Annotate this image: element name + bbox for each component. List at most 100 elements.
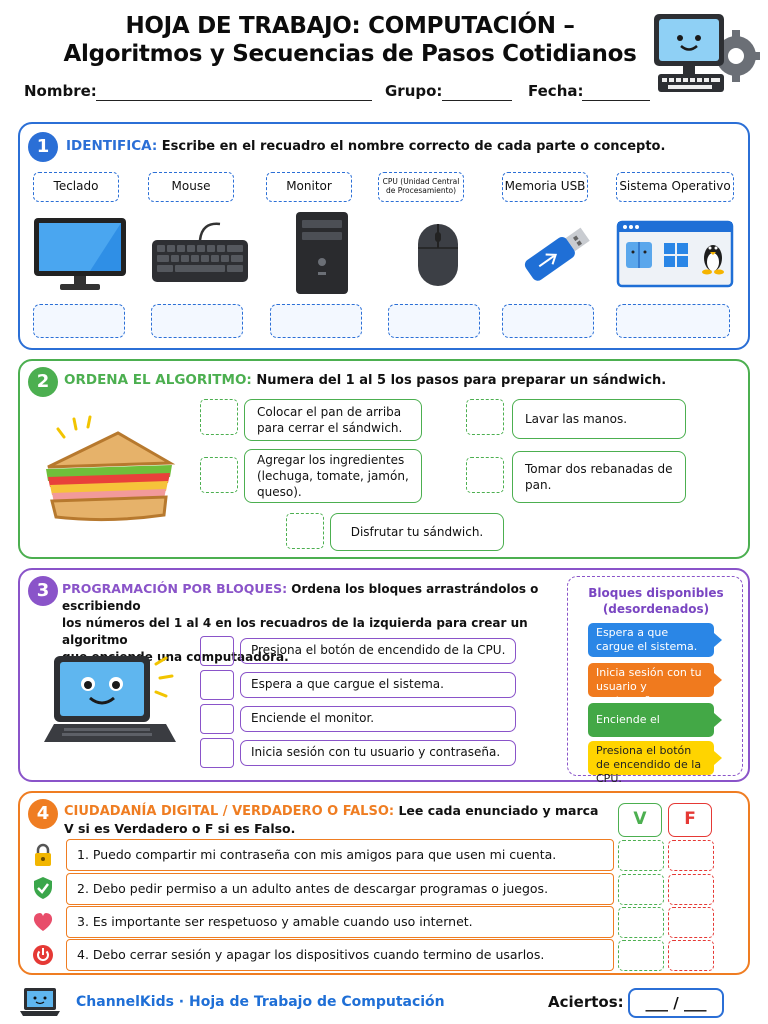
block-number-box-1[interactable]: [200, 636, 234, 666]
step-card-1[interactable]: Colocar el pan de arriba para cerrar el …: [244, 399, 422, 441]
block-number-box-4[interactable]: [200, 738, 234, 768]
section-block-programming: 3 PROGRAMACIÓN POR BLOQUES: Ordena los b…: [18, 568, 750, 785]
false-column-header: F: [668, 803, 712, 837]
section-number-badge: 4: [28, 799, 58, 829]
false-cell-3[interactable]: [668, 907, 714, 938]
heart-icon: [33, 913, 53, 931]
code-block-power-button[interactable]: Presiona el botón de encendido de la CPU…: [588, 741, 722, 785]
step-number-box-2[interactable]: [466, 399, 504, 435]
title-line-2: Algoritmos y Secuencias de Pasos Cotidia…: [63, 41, 637, 67]
true-column-header: V: [618, 803, 662, 837]
false-cell-4[interactable]: [668, 940, 714, 971]
section-keyword: ORDENA EL ALGORITMO:: [64, 372, 252, 388]
step-card-3[interactable]: Agregar los ingredientes (lechuga, tomat…: [244, 449, 422, 503]
sandwich-icon: [46, 415, 176, 522]
statement-3: 3. Es importante ser respetuoso y amable…: [66, 906, 614, 938]
statement-4: 4. Debo cerrar sesión y apagar los dispo…: [66, 939, 614, 971]
section-identify: 1 IDENTIFICA: Escribe en el recuadro el …: [18, 122, 750, 350]
true-cell-1[interactable]: [618, 840, 664, 871]
section-number-badge: 2: [28, 367, 58, 397]
section-keyword: CIUDADANÍA DIGITAL / VERDADERO O FALSO:: [64, 804, 395, 819]
lock-icon: [35, 843, 51, 866]
section-instruction: Escribe en el recuadro el nombre correct…: [161, 139, 666, 154]
step-number-box-4[interactable]: [466, 457, 504, 493]
section-heading: IDENTIFICA: Escribe en el recuadro el no…: [66, 138, 665, 155]
true-cell-3[interactable]: [618, 907, 664, 938]
date-field[interactable]: [582, 100, 650, 101]
code-block-login[interactable]: Inicia sesión con tu usuario y contraseñ…: [588, 663, 722, 707]
blocks-title-line-2: (desordenados): [602, 602, 710, 616]
power-icon: [33, 945, 53, 965]
laptop-logo-icon: [20, 988, 60, 1016]
section-heading: CIUDADANÍA DIGITAL / VERDADERO O FALSO: …: [64, 802, 604, 837]
block-step-3[interactable]: Enciende el monitor.: [240, 706, 516, 732]
section-order-algorithm: 2 ORDENA EL ALGORITMO: Numera del 1 al 5…: [18, 359, 750, 559]
term-card-mouse[interactable]: Mouse: [148, 172, 234, 202]
cpu-tower-icon: [296, 212, 348, 294]
operating-system-icon: [616, 220, 734, 288]
step-number-box-3[interactable]: [200, 457, 238, 493]
name-field[interactable]: [96, 100, 372, 101]
step-card-5[interactable]: Disfrutar tu sándwich.: [330, 513, 504, 551]
step-card-4[interactable]: Tomar dos rebanadas de pan.: [512, 451, 686, 503]
section-keyword: IDENTIFICA:: [66, 138, 158, 154]
block-number-box-3[interactable]: [200, 704, 234, 734]
true-cell-2[interactable]: [618, 874, 664, 905]
section-instruction: Numera del 1 al 5 los pasos para prepara…: [256, 373, 667, 388]
group-label: Grupo:: [385, 82, 443, 100]
keyboard-icon: [152, 222, 248, 282]
name-label: Nombre:: [24, 82, 97, 100]
section-number-badge: 3: [28, 576, 58, 606]
title-line-1: HOJA DE TRABAJO: COMPUTACIÓN –: [125, 13, 575, 39]
statement-2: 2. Debo pedir permiso a un adulto antes …: [66, 873, 614, 905]
term-card-cpu[interactable]: CPU (Unidad Central de Procesamiento): [378, 172, 464, 202]
happy-computer-icon: [654, 14, 760, 92]
section-digital-citizenship: 4 CIUDADANÍA DIGITAL / VERDADERO O FALSO…: [18, 791, 750, 975]
usb-drive-icon: [524, 227, 590, 281]
term-card-usb[interactable]: Memoria USB: [502, 172, 588, 202]
student-info-row: Nombre: Grupo: Fecha:: [24, 80, 664, 106]
answer-box-4[interactable]: [388, 304, 480, 338]
answer-box-3[interactable]: [270, 304, 362, 338]
statement-1: 1. Puedo compartir mi contraseña con mis…: [66, 839, 614, 871]
term-card-keyboard[interactable]: Teclado: [33, 172, 119, 202]
false-cell-2[interactable]: [668, 874, 714, 905]
section-number-badge: 1: [28, 132, 58, 162]
term-card-os[interactable]: Sistema Operativo: [616, 172, 734, 202]
true-cell-4[interactable]: [618, 940, 664, 971]
shield-check-icon: [34, 877, 52, 899]
code-block-monitor-on[interactable]: Enciende el monitor.: [588, 703, 722, 754]
happy-laptop-icon: [44, 656, 176, 742]
code-block-wait-system[interactable]: Espera a que cargue el sistema.: [588, 623, 722, 657]
score-field[interactable]: ___ / ___: [628, 988, 724, 1018]
blocks-title-line-1: Bloques disponibles: [588, 586, 724, 600]
available-blocks-title: Bloques disponibles (desordenados): [568, 585, 744, 617]
step-number-box-1[interactable]: [200, 399, 238, 435]
worksheet-title: HOJA DE TRABAJO: COMPUTACIÓN – Algoritmo…: [0, 12, 700, 68]
answer-box-5[interactable]: [502, 304, 594, 338]
answer-box-1[interactable]: [33, 304, 125, 338]
footer-brand: ChannelKids · Hoja de Trabajo de Computa…: [76, 994, 445, 1010]
step-number-box-5[interactable]: [286, 513, 324, 549]
answer-box-6[interactable]: [616, 304, 730, 338]
step-card-2[interactable]: Lavar las manos.: [512, 399, 686, 439]
available-blocks-panel: Bloques disponibles (desordenados) Esper…: [567, 576, 744, 785]
group-field[interactable]: [442, 100, 512, 101]
answer-box-2[interactable]: [151, 304, 243, 338]
false-cell-1[interactable]: [668, 840, 714, 871]
block-step-4[interactable]: Inicia sesión con tu usuario y contraseñ…: [240, 740, 516, 766]
block-step-2[interactable]: Espera a que cargue el sistema.: [240, 672, 516, 698]
section-instruction-2: los números del 1 al 4 en los recuadros …: [62, 616, 528, 647]
section-instruction-1: Lee cada enunciado y marca: [398, 803, 599, 818]
section-instruction-1: Ordena los bloques arrastrándolos o escr…: [62, 582, 539, 613]
monitor-icon: [34, 218, 126, 290]
mouse-icon: [418, 224, 458, 286]
date-label: Fecha:: [528, 82, 584, 100]
section-keyword: PROGRAMACIÓN POR BLOQUES:: [62, 581, 288, 596]
block-number-box-2[interactable]: [200, 670, 234, 700]
section-instruction-2: V si es Verdadero o F si es Falso.: [64, 821, 296, 836]
term-card-monitor[interactable]: Monitor: [266, 172, 352, 202]
section-heading: ORDENA EL ALGORITMO: Numera del 1 al 5 l…: [64, 372, 666, 389]
score-label: Aciertos:: [548, 993, 624, 1011]
block-step-1[interactable]: Presiona el botón de encendido de la CPU…: [240, 638, 516, 664]
